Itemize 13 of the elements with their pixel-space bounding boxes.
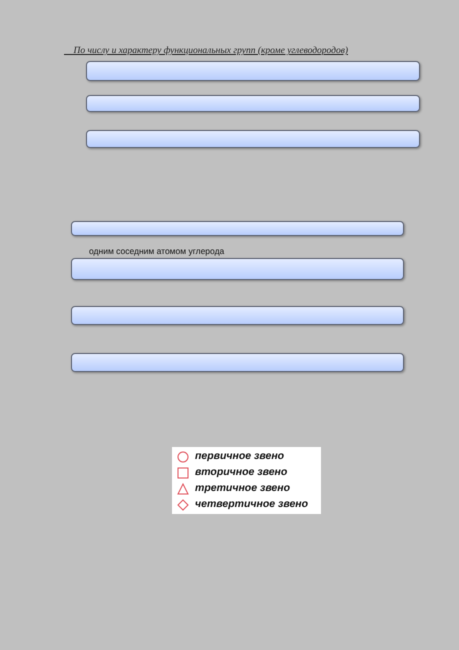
note-text: одним соседним атомом углерода bbox=[89, 247, 224, 256]
bar-shape bbox=[71, 221, 404, 236]
bar-shape bbox=[86, 61, 420, 81]
bar-shape bbox=[86, 130, 420, 148]
bar-shape bbox=[86, 95, 420, 112]
legend-text: первичное звено bbox=[195, 451, 284, 462]
bar-shape bbox=[71, 306, 404, 325]
legend-text: вторичное звено bbox=[195, 467, 288, 478]
bar-shape bbox=[71, 258, 404, 280]
legend-text: четвертичное звено bbox=[195, 499, 308, 510]
legend-text: третичное звено bbox=[195, 483, 290, 494]
title: По числу и характеру функциональных групп (кроме углеводородов) bbox=[72, 45, 348, 58]
bar-shape bbox=[71, 353, 404, 372]
